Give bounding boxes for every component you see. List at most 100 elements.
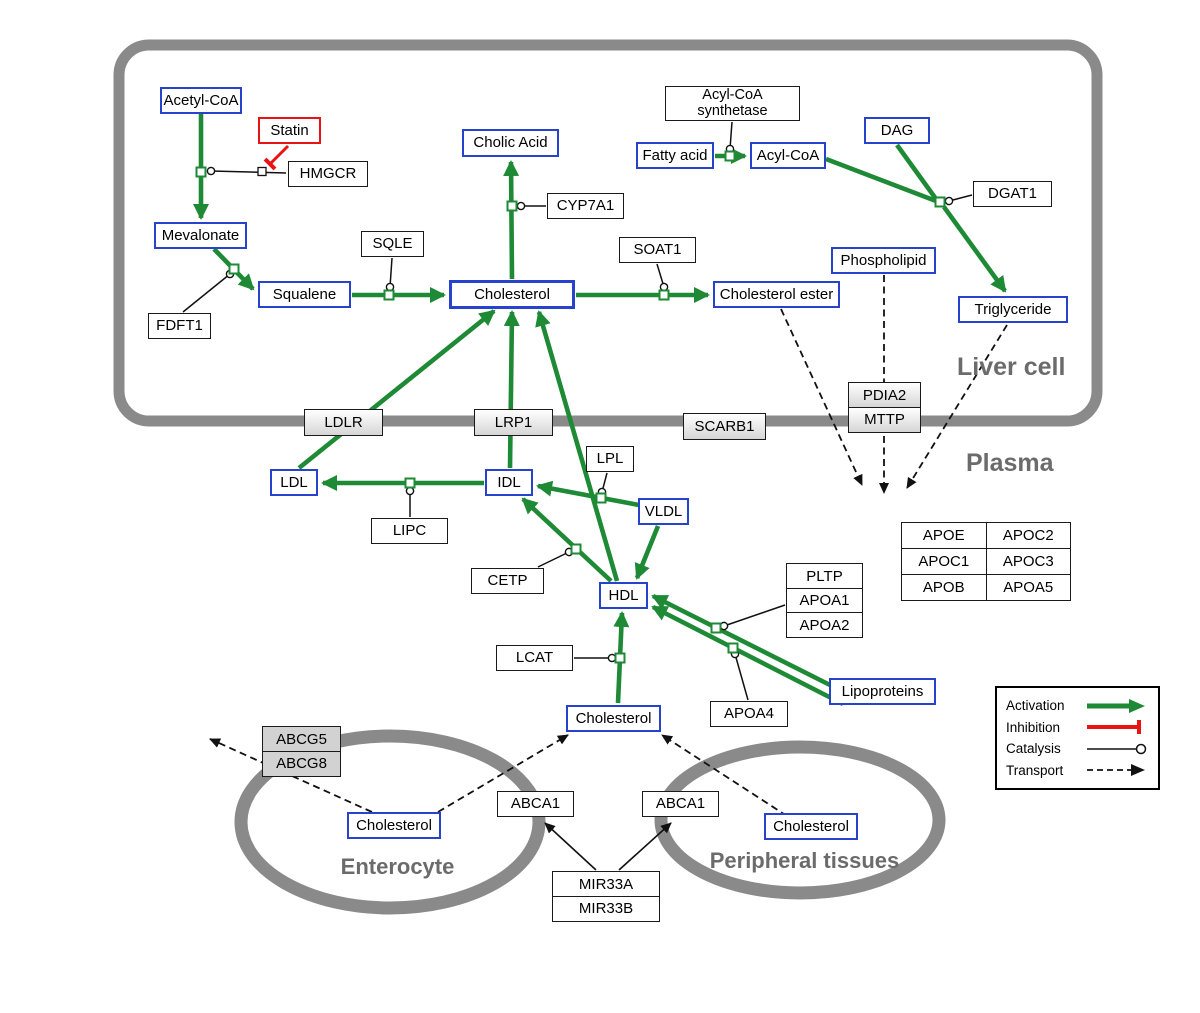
node-acyl-coa[interactable]: Acyl-CoA	[750, 142, 826, 169]
legend-row-activation: Activation	[1006, 695, 1149, 717]
membranes	[113, 39, 1103, 915]
node-lrp1[interactable]: LRP1	[474, 409, 553, 436]
node-abcg8[interactable]: ABCG8	[262, 750, 341, 777]
node-mir33b[interactable]: MIR33B	[552, 895, 660, 922]
node-apoc1[interactable]: APOC1	[902, 549, 986, 574]
edge-catalysis-cetp	[537, 547, 574, 568]
node-apoc2[interactable]: APOC2	[986, 523, 1070, 548]
node-hdl[interactable]: HDL	[599, 582, 648, 609]
edge-catalysis-hmgcr	[206, 166, 287, 176]
node-pltp[interactable]: PLTP	[786, 563, 863, 589]
node-apoa5[interactable]: APOA5	[986, 575, 1070, 600]
edge-lipoproteins-hdl-lower	[651, 604, 845, 707]
legend-row-transport: Transport	[1006, 760, 1149, 782]
node-abcg5[interactable]: ABCG5	[262, 726, 341, 752]
node-cetp[interactable]: CETP	[471, 568, 544, 594]
mir33-edges	[544, 822, 672, 871]
node-idl[interactable]: IDL	[485, 469, 533, 496]
edge-catalysis-lpl	[597, 472, 608, 497]
edge-lipoproteins-hdl-upper	[651, 593, 832, 688]
pdia2-mttp-group: PDIA2 MTTP	[848, 382, 921, 433]
edge-mir33-abca1-left	[544, 822, 597, 871]
edge-idl-lrp1-cholesterol	[503, 310, 520, 469]
enterocyte-membrane	[234, 729, 546, 915]
node-fdft1[interactable]: FDFT1	[148, 313, 211, 339]
node-hmgcr[interactable]: HMGCR	[288, 161, 368, 187]
node-cholesterol-liver[interactable]: Cholesterol	[449, 280, 575, 309]
anchor-hdl-idl	[570, 543, 582, 555]
node-squalene[interactable]: Squalene	[258, 281, 351, 308]
reaction-anchors	[195, 150, 946, 664]
node-statin[interactable]: Statin	[258, 117, 321, 144]
pltp-apoa-group: PLTP APOA1 APOA2	[786, 563, 863, 639]
node-apoc3[interactable]: APOC3	[986, 549, 1070, 574]
node-lipoproteins[interactable]: Lipoproteins	[829, 678, 936, 705]
node-abca1-left[interactable]: ABCA1	[497, 791, 574, 817]
node-cholic-acid[interactable]: Cholic Acid	[462, 129, 559, 157]
legend-row-catalysis: Catalysis	[1006, 738, 1149, 760]
edge-transport-enterocyte-cholesterol-plasma	[437, 734, 569, 813]
edge-acylcoa-dgat-junction	[825, 156, 937, 204]
edge-dgat-junction-triglyceride	[942, 205, 1007, 293]
node-lipc[interactable]: LIPC	[371, 518, 448, 544]
edge-hdl-idl-cetp	[521, 497, 613, 583]
node-apoa2[interactable]: APOA2	[786, 612, 863, 639]
node-mevalonate[interactable]: Mevalonate	[154, 222, 247, 249]
node-dag[interactable]: DAG	[864, 117, 930, 144]
peripheral-tissues-membrane	[654, 740, 946, 900]
anchor-mevalonate-squalene	[228, 263, 240, 275]
node-acetyl-coa[interactable]: Acetyl-CoA	[160, 87, 242, 114]
anchor-squalene-cholesterol	[383, 289, 395, 301]
node-cholesterol-plasma[interactable]: Cholesterol	[566, 705, 661, 732]
node-apoa1[interactable]: APOA1	[786, 587, 863, 614]
legend-activation-label: Activation	[1006, 698, 1065, 714]
node-lcat[interactable]: LCAT	[496, 645, 573, 671]
node-cyp7a1[interactable]: CYP7A1	[547, 193, 624, 219]
edge-cholesterol-cholicacid	[503, 160, 520, 280]
node-apob[interactable]: APOB	[902, 575, 986, 600]
edge-catalysis-apoa4	[730, 649, 749, 701]
node-cholesterol-peripheral[interactable]: Cholesterol	[764, 813, 858, 840]
activation-arrow-icon	[1087, 698, 1145, 713]
abcg-group: ABCG5 ABCG8	[262, 726, 341, 777]
node-triglyceride[interactable]: Triglyceride	[958, 296, 1068, 323]
anchor-vldl-idl	[595, 492, 607, 504]
node-ldlr[interactable]: LDLR	[304, 409, 383, 436]
node-soat1[interactable]: SOAT1	[619, 237, 696, 263]
node-phospholipid[interactable]: Phospholipid	[831, 247, 936, 274]
acyl-coa-synthetase-line2: synthetase	[697, 102, 768, 119]
anchor-dgat-junction	[934, 196, 946, 208]
node-dgat1[interactable]: DGAT1	[973, 181, 1052, 207]
edge-transport-triglyceride-plasma	[906, 324, 1008, 489]
transport-dashed-arrow-icon	[1087, 764, 1145, 777]
liver-cell-membrane	[113, 39, 1103, 427]
node-cholesterol-enterocyte[interactable]: Cholesterol	[347, 812, 441, 839]
edge-vldl-hdl	[634, 525, 661, 580]
anchor-cholesterol-cholicacid	[506, 200, 518, 212]
node-mir33a[interactable]: MIR33A	[552, 871, 660, 897]
node-vldl[interactable]: VLDL	[638, 498, 689, 525]
edge-catalysis-soat1	[656, 263, 669, 292]
edge-inhibition-statin-hmgcr	[263, 144, 290, 171]
node-ldl[interactable]: LDL	[270, 469, 318, 496]
anchor-idl-ldl	[404, 477, 416, 489]
inhibition-tbar-icon	[1087, 720, 1141, 735]
edge-catalysis-apoa1-apoa2	[719, 604, 786, 631]
node-scarb1[interactable]: SCARB1	[683, 413, 766, 440]
mir33-group: MIR33A MIR33B	[552, 871, 660, 922]
node-mttp[interactable]: MTTP	[848, 406, 921, 433]
node-apoa4[interactable]: APOA4	[710, 701, 788, 727]
node-apoe[interactable]: APOE	[902, 523, 986, 548]
node-lpl[interactable]: LPL	[586, 446, 634, 472]
acyl-coa-synthetase-line1: Acyl-CoA	[702, 87, 763, 104]
node-pdia2[interactable]: PDIA2	[848, 382, 921, 408]
node-fatty-acid[interactable]: Fatty acid	[636, 142, 714, 169]
catalysis-circle-icon	[1087, 743, 1147, 754]
liver-cell-label: Liver cell	[957, 353, 1066, 381]
node-abca1-right[interactable]: ABCA1	[642, 791, 719, 817]
edge-catalysis-sqle	[385, 257, 395, 292]
node-cholesterol-ester[interactable]: Cholesterol ester	[713, 281, 840, 308]
node-sqle[interactable]: SQLE	[361, 231, 424, 257]
node-acyl-coa-synthetase[interactable]: Acyl-CoA synthetase	[665, 86, 800, 121]
